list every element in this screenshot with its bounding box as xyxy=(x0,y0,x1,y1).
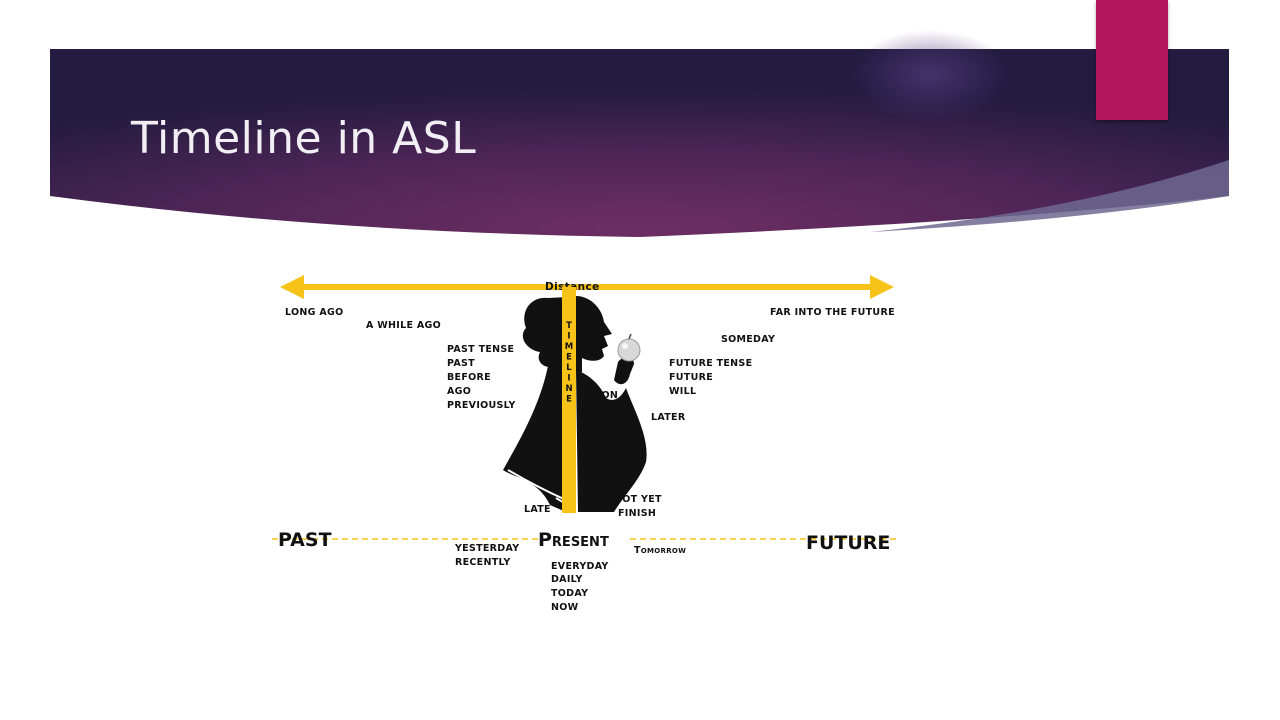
label-future-tense: FUTURE TENSE xyxy=(669,358,752,369)
signer-face xyxy=(576,296,612,372)
distance-arrow xyxy=(280,275,894,299)
label-future: FUTURE xyxy=(669,372,713,383)
timeline-bar xyxy=(562,287,576,513)
signer-front-torso xyxy=(576,370,647,512)
label-now: NOW xyxy=(551,602,579,613)
label-recently: RECENTLY xyxy=(455,557,511,568)
signer-silhouette xyxy=(503,296,647,512)
label-ago: AGO xyxy=(447,386,471,397)
label-past-big: PAST xyxy=(278,529,332,551)
label-previously: PREVIOUSLY xyxy=(447,400,516,411)
timeline-label-letter: N xyxy=(565,384,572,394)
accent-tab xyxy=(1096,0,1168,120)
signer-raised-hand xyxy=(614,356,634,385)
timeline-label-letter: M xyxy=(565,342,573,352)
label-before: BEFORE xyxy=(447,372,491,383)
label-future-big: FUTURE xyxy=(806,532,890,554)
apple-icon xyxy=(617,333,641,362)
label-everyday: EVERYDAY xyxy=(551,561,609,572)
slide-title: Timeline in ASL xyxy=(131,113,477,164)
label-yesterday: YESTERDAY xyxy=(454,543,519,554)
header-glow xyxy=(850,30,1010,120)
timeline-label-letter: E xyxy=(566,353,572,363)
signer-hair xyxy=(522,297,568,368)
timeline-label-letter: E xyxy=(566,395,572,405)
timeline-label-letter: L xyxy=(566,363,572,373)
signer-arm-outline xyxy=(507,469,567,501)
label-past-tense: PAST TENSE xyxy=(447,344,514,355)
label-present-big: Present xyxy=(538,529,609,551)
label-daily: DAILY xyxy=(551,574,583,585)
label-late: LATE xyxy=(524,504,551,515)
label-far-into-the-future: FAR INTO THE FUTURE xyxy=(770,307,895,318)
label-will: WILL xyxy=(669,386,696,397)
label-soon: SOON xyxy=(586,390,618,401)
distance-arrow-left-head xyxy=(280,275,304,299)
label-long-ago: LONG AGO xyxy=(285,307,343,318)
label-later: LATER xyxy=(651,412,686,423)
label-tomorrow: Tomorrow xyxy=(634,545,686,556)
label-past: PAST xyxy=(447,358,475,369)
label-someday: SOMEDAY xyxy=(721,334,775,345)
timeline-label-letter: I xyxy=(567,374,570,384)
label-finish: FINISH xyxy=(618,508,656,519)
timeline-label-letter: T xyxy=(566,321,572,331)
distance-arrow-right-head xyxy=(870,275,894,299)
label-a-while-ago: A WHILE AGO xyxy=(366,320,441,331)
label-today: TODAY xyxy=(551,588,588,599)
label-not-yet: NOT YET xyxy=(614,494,662,505)
timeline-label-letter: I xyxy=(567,332,570,342)
header-band xyxy=(50,30,1229,237)
header-curve-highlight xyxy=(870,160,1229,232)
signer-back-torso xyxy=(503,356,566,512)
